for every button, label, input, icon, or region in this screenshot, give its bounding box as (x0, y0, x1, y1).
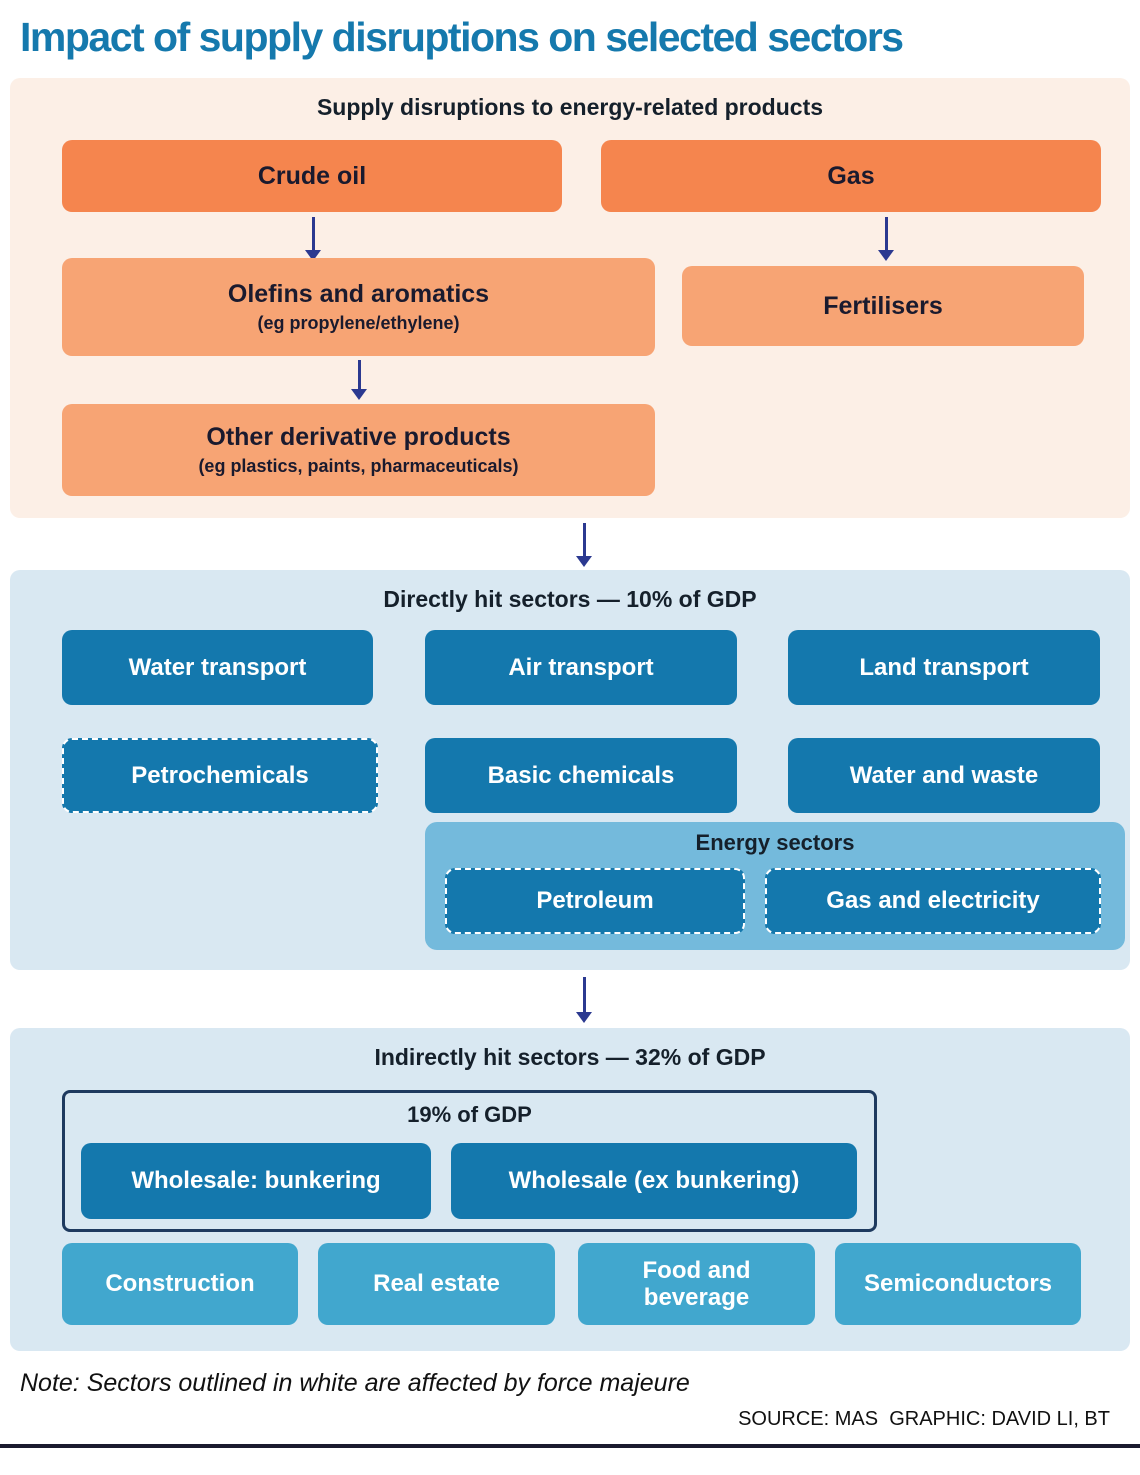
food-and-beverage-box: Food and beverage (578, 1243, 815, 1326)
down-arrow-icon (575, 977, 593, 1024)
down-arrow-icon (350, 360, 368, 401)
olefins-title: Olefins and aromatics (227, 280, 490, 309)
connector-gap (0, 518, 1140, 570)
supply-section-header: Supply disruptions to energy-related pro… (316, 94, 824, 121)
other-derivatives-box: Other derivative products (eg plastics, … (62, 404, 655, 497)
crude-oil-box: Crude oil (62, 140, 562, 213)
directly-hit-section: Directly hit sectors — 10% of GDP Water … (10, 570, 1130, 971)
petroleum-box: Petroleum (445, 868, 745, 935)
derivatives-subtitle: (eg plastics, paints, pharmaceuticals) (198, 456, 519, 477)
land-transport-box: Land transport (788, 630, 1100, 706)
directly-hit-header: Directly hit sectors — 10% of GDP (383, 586, 757, 613)
olefins-aromatics-box: Olefins and aromatics (eg propylene/ethy… (62, 258, 655, 357)
connector-gap (0, 970, 1140, 1028)
water-and-waste-box: Water and waste (788, 738, 1100, 814)
construction-box: Construction (62, 1243, 298, 1326)
gas-box: Gas (601, 140, 1101, 213)
page-title: Impact of supply disruptions on selected… (20, 14, 904, 60)
indirectly-hit-section: Indirectly hit sectors — 32% of GDP 19% … (10, 1028, 1130, 1352)
supply-section: Supply disruptions to energy-related pro… (10, 78, 1130, 519)
basic-chemicals-box: Basic chemicals (425, 738, 737, 814)
water-transport-box: Water transport (62, 630, 373, 706)
energy-sectors-header: Energy sectors (695, 830, 855, 856)
petrochemicals-box: Petrochemicals (62, 738, 378, 814)
gas-and-electricity-box: Gas and electricity (765, 868, 1101, 935)
indirectly-hit-header: Indirectly hit sectors — 32% of GDP (374, 1044, 766, 1071)
derivatives-title: Other derivative products (206, 423, 511, 452)
real-estate-box: Real estate (318, 1243, 555, 1326)
bottom-rule (0, 1444, 1140, 1449)
down-arrow-icon (575, 523, 593, 568)
semiconductors-box: Semiconductors (835, 1243, 1081, 1326)
wholesale-ex-bunkering-box: Wholesale (ex bunkering) (451, 1143, 857, 1220)
wholesale-group-header: 19% of GDP (407, 1102, 532, 1128)
air-transport-box: Air transport (425, 630, 737, 706)
note-text: Note: Sectors outlined in white are affe… (20, 1369, 690, 1398)
fertilisers-box: Fertilisers (682, 266, 1084, 347)
energy-sectors-panel: Energy sectors Petroleum Gas and electri… (425, 822, 1125, 951)
wholesale-bunkering-box: Wholesale: bunkering (81, 1143, 431, 1220)
source-credit-text: SOURCE: MAS GRAPHIC: DAVID LI, BT (738, 1408, 1110, 1431)
olefins-subtitle: (eg propylene/ethylene) (257, 313, 460, 334)
down-arrow-icon (304, 217, 322, 262)
down-arrow-icon (877, 217, 895, 262)
wholesale-group: 19% of GDP Wholesale: bunkering Wholesal… (62, 1090, 877, 1233)
